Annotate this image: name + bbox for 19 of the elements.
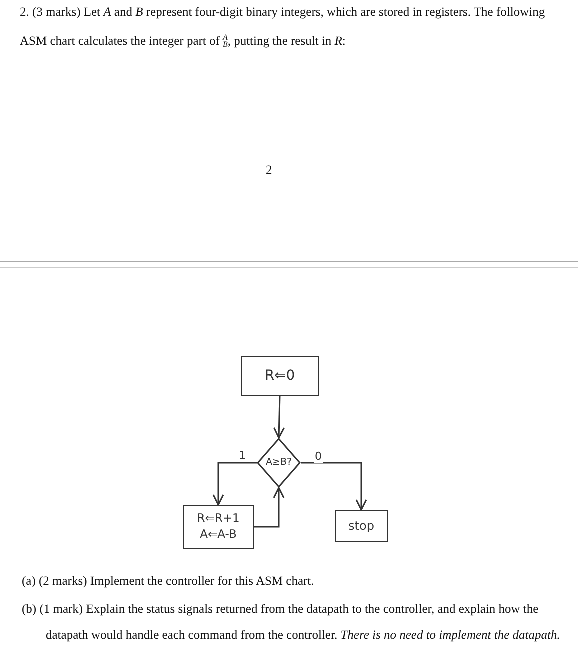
decision-diamond — [257, 438, 301, 488]
question-part: (a) (2 marks) Implement the controller for this ASM chart. — [22, 573, 316, 590]
node-label: A⇐A-B — [200, 527, 237, 543]
edge-label: 0 — [314, 450, 323, 463]
question-part: (b) (1 mark) Explain the status signals returned from the datapath to the controller, and explain how the datapath would handle each command from the controller. There is no need to implement the datapath. — [22, 601, 562, 644]
arrow — [274, 396, 285, 439]
node-label: R⇐R+1 — [197, 511, 240, 527]
state-box — [183, 505, 254, 549]
node-label: R⇐0 — [264, 366, 296, 386]
arrow — [254, 487, 285, 528]
state-box — [241, 356, 319, 396]
arrow — [301, 462, 368, 511]
arrow — [212, 462, 257, 506]
edge-label: 1 — [238, 449, 247, 462]
page-number: 2 — [266, 162, 272, 179]
node-label: A≥B? — [266, 456, 292, 470]
state-box — [335, 510, 388, 542]
node-label: stop — [348, 518, 374, 534]
question-text: 2. (3 marks) Let A and B represent four-digit binary integers, which are stored in registers. The following ASM chart calculates the integer part of $^{A}$$_{B}$, putting the result in R: — [20, 4, 546, 51]
